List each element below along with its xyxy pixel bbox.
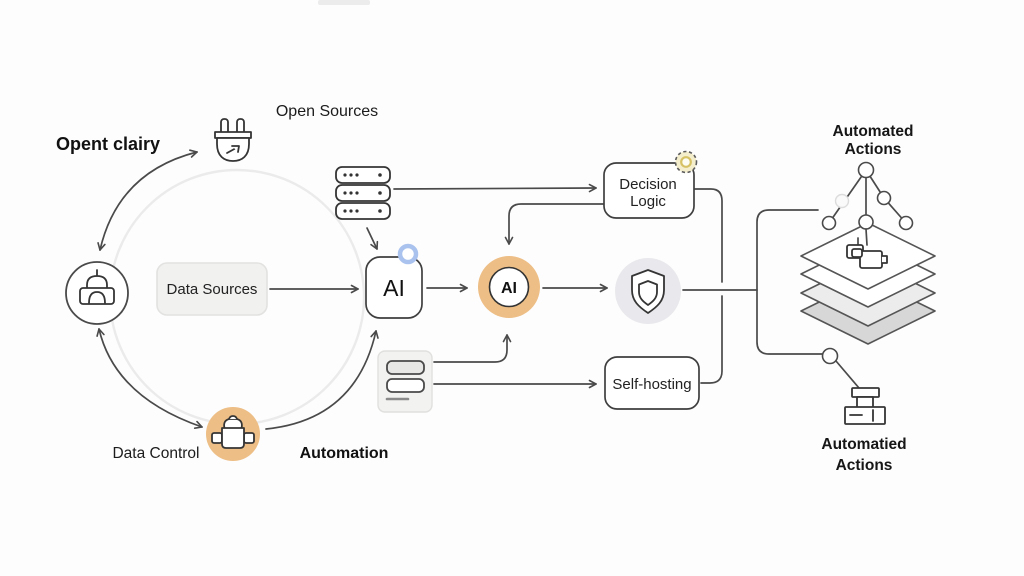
arrow-device-plug — [97, 149, 198, 251]
data-control-label: Data Control — [112, 445, 199, 462]
automation-label: Automation — [300, 445, 389, 462]
layers-icon — [800, 222, 936, 345]
automated-actions-top-2: Actions — [845, 141, 902, 158]
device-icon — [65, 261, 129, 325]
arrow-decision-aicore — [504, 203, 605, 245]
brand-title: Opent clairy — [56, 134, 160, 154]
ai-box: AI — [365, 243, 423, 319]
stamp-icon — [844, 387, 886, 425]
tree-root-node — [858, 214, 874, 230]
automated-actions-bottom-2: Actions — [836, 457, 893, 474]
server-stack-icon — [335, 166, 391, 220]
decision-logic-box: Decision Logic — [603, 150, 698, 219]
ai-core-label: AI — [501, 280, 517, 297]
arrow-form-aicore — [433, 334, 512, 363]
connectors — [96, 149, 823, 430]
open-sources-label: Open Sources — [276, 103, 378, 120]
form-icon — [377, 350, 433, 413]
arrow-servers-decision — [393, 183, 597, 193]
shield-icon — [615, 258, 681, 324]
tree-icon — [821, 161, 914, 231]
tree-stack-link — [865, 228, 868, 246]
gear-badge-icon — [674, 150, 698, 174]
arrow-servers-aibox — [366, 227, 379, 250]
arrow-automation-ai — [265, 330, 379, 430]
ai-core: AI — [478, 256, 540, 318]
blue-badge-icon — [397, 243, 419, 265]
plug-icon — [214, 118, 252, 162]
bus-line-top — [693, 188, 723, 283]
arrow-device-automation — [96, 328, 203, 429]
bus-line-bottom — [700, 295, 723, 384]
decision-logic-label-1: Decision — [619, 176, 677, 193]
data-sources-label: Data Sources — [167, 281, 258, 298]
top-crop-artifact — [318, 0, 370, 5]
puzzle-icon — [846, 237, 888, 269]
decision-logic-label-2: Logic — [630, 193, 666, 210]
person-icon — [206, 407, 260, 461]
ghost-node — [834, 193, 850, 209]
output-node — [821, 347, 839, 365]
automated-actions-top-1: Automated — [833, 123, 914, 140]
output-bracket — [756, 209, 823, 355]
self-hosting-box: Self-hosting — [604, 356, 700, 410]
data-sources-box — [156, 262, 268, 316]
self-hosting-label: Self-hosting — [612, 376, 691, 393]
automated-actions-bottom-1: Automatied — [821, 436, 906, 453]
node-stamp-link — [835, 360, 860, 389]
ai-box-label: AI — [383, 275, 405, 301]
